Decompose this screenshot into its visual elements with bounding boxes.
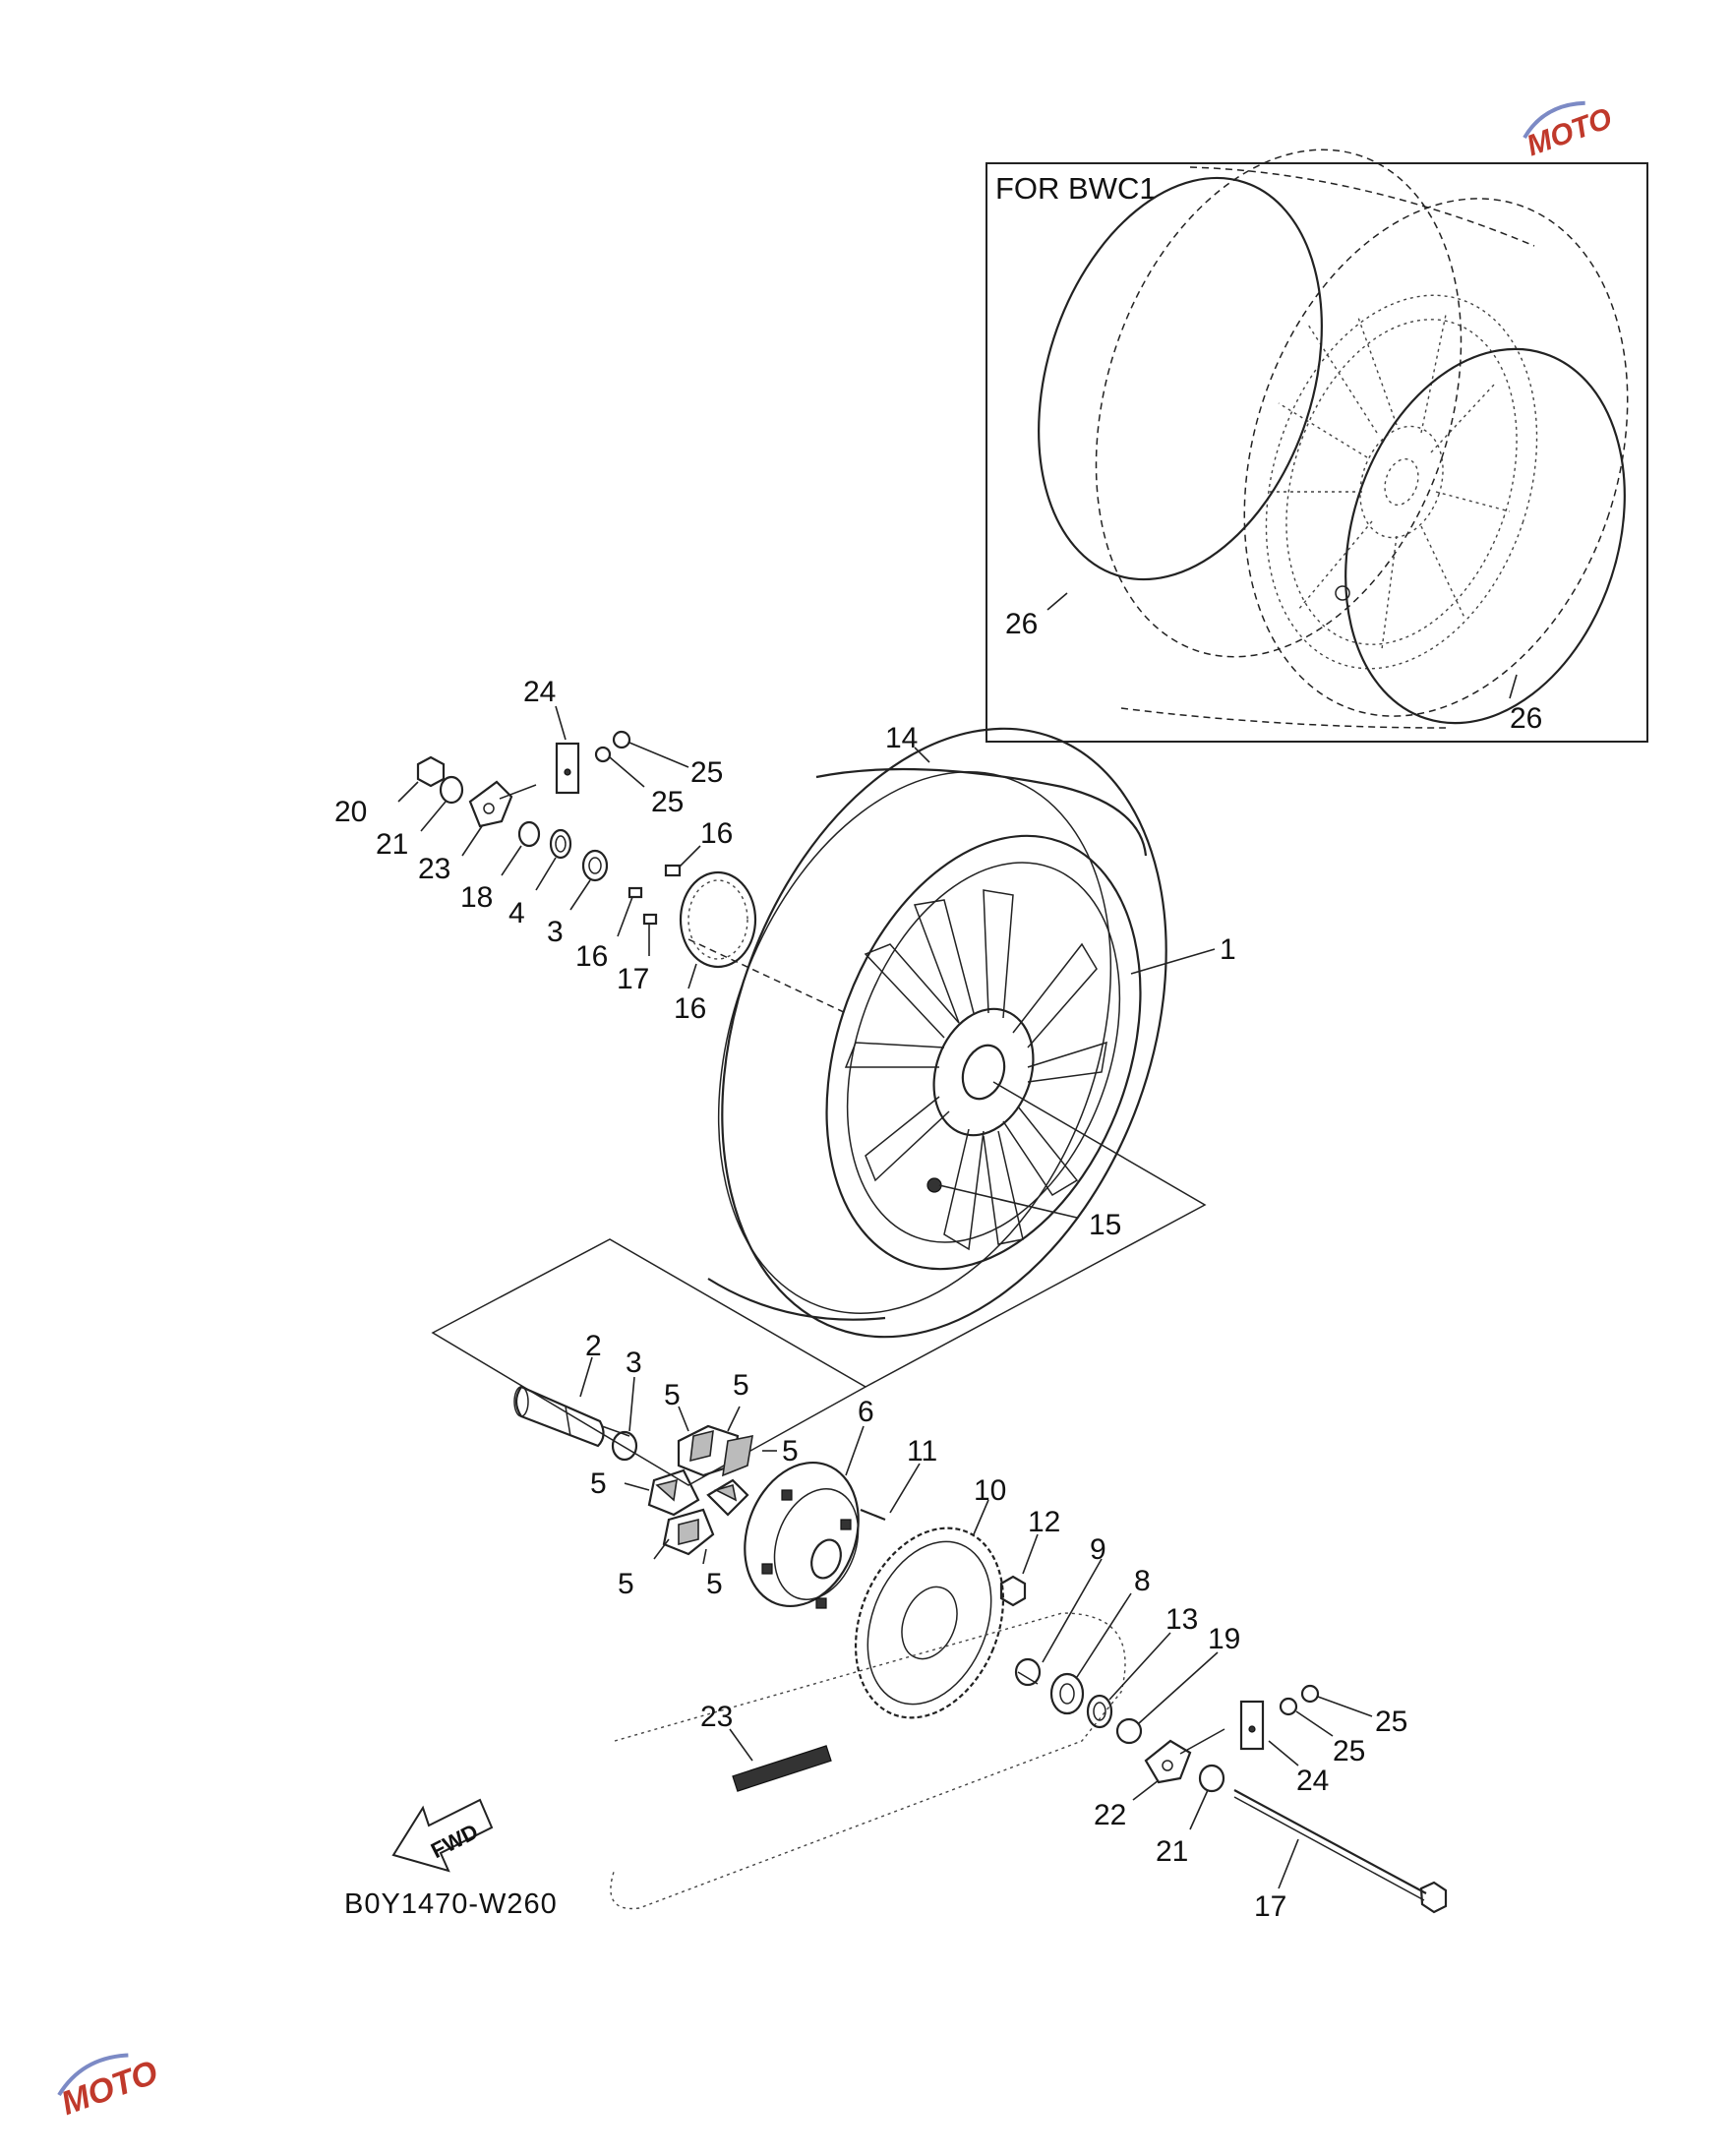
callout-1: 1: [1220, 933, 1236, 966]
plate-24-right: [1239, 1700, 1265, 1751]
callout-17: 17: [1254, 1890, 1286, 1923]
valve-14: [926, 1177, 942, 1193]
sensor-rotor-15: [679, 870, 757, 969]
callout-24a: 24: [523, 676, 556, 708]
callout-16b: 16: [575, 940, 608, 973]
washer-21-left: [439, 775, 464, 805]
bolt-16a: [664, 864, 682, 877]
callout-15: 16: [674, 992, 706, 1025]
callout-5b: 5: [733, 1369, 749, 1402]
callout-11: 11: [907, 1435, 937, 1467]
wheel-hub: [932, 1007, 1035, 1137]
sprocket-10: [854, 1527, 1005, 1719]
wheel-spokes: [844, 889, 1107, 1251]
callout-13: 14: [885, 722, 918, 754]
callout-10: 10: [974, 1474, 1006, 1507]
callout-19: 19: [1208, 1623, 1240, 1655]
collar-18: [517, 820, 541, 848]
nut-20: [416, 755, 446, 788]
callout-8: 9: [1090, 1533, 1106, 1566]
callout-20: 20: [334, 796, 367, 828]
callout-6: 6: [858, 1396, 874, 1428]
callout-3a: 3: [547, 916, 564, 948]
fwd-arrow: FWD: [391, 1798, 494, 1873]
callout-9: 13: [1165, 1603, 1198, 1636]
o-ring-26-rear: [1038, 176, 1323, 581]
callout-5f: 5: [706, 1568, 723, 1600]
axle-17: [1233, 1789, 1427, 1894]
callout-5e: 5: [618, 1568, 634, 1600]
stud-11: [860, 1508, 886, 1522]
callout-2: 2: [585, 1330, 602, 1362]
callout-7: 8: [1134, 1565, 1151, 1597]
callout-26a: 26: [1005, 608, 1038, 640]
callout-25d: 25: [1375, 1706, 1407, 1738]
watermark-logo-top: MOTO: [1523, 100, 1616, 163]
diagram-code: B0Y1470-W260: [344, 1888, 558, 1920]
bolt-16b: [627, 886, 643, 899]
inset-rim: [1265, 294, 1538, 670]
bolt-16c: [642, 913, 658, 926]
clutch-hub-6: [744, 1461, 860, 1608]
left-side-parts: 24 25 25 20 21 23 18 4 3: [334, 676, 757, 1025]
callout-22: 23: [700, 1701, 733, 1733]
bearing-3-right: [611, 1430, 638, 1462]
nut-25b: [594, 746, 612, 763]
nut-12: [999, 1575, 1027, 1607]
callout-25c: 25: [1333, 1735, 1365, 1767]
callout-4: 4: [508, 897, 525, 929]
callout-5a: 5: [664, 1379, 681, 1411]
nut-25a: [612, 730, 631, 749]
callout-16a: 16: [700, 817, 733, 850]
svg-text:MOTO: MOTO: [56, 2054, 162, 2123]
dampers-5: [647, 1424, 753, 1556]
bearing-3-left: [581, 849, 609, 882]
callout-3b: 3: [626, 1347, 642, 1379]
callout-5c: 5: [782, 1435, 799, 1467]
callout-23b: 22: [1094, 1799, 1126, 1831]
callout-26b: 26: [1510, 702, 1542, 735]
bearing-7: [1049, 1672, 1085, 1715]
callout-25b: 25: [651, 786, 684, 818]
callout-24b: 24: [1296, 1765, 1329, 1797]
svg-text:MOTO: MOTO: [1523, 102, 1616, 163]
oil-seal-9: [1086, 1694, 1113, 1729]
callout-14: 15: [1089, 1209, 1121, 1241]
inset-panel: FOR BWC1 26 26: [985, 149, 1648, 743]
chain-22: [610, 1612, 1126, 1910]
oil-seal-4: [549, 828, 572, 860]
rim-1: [825, 834, 1142, 1271]
adjuster-23-left: [468, 780, 513, 828]
nut-25c: [1279, 1697, 1298, 1716]
o-ring-26-front: [1344, 347, 1626, 725]
collar-19: [1115, 1717, 1143, 1745]
callout-21b: 21: [1156, 1835, 1188, 1868]
callout-16c: 17: [617, 963, 649, 995]
inset-tire-outline: [1243, 198, 1629, 717]
nut-25d: [1300, 1684, 1320, 1704]
callout-5d: 5: [590, 1467, 607, 1500]
plate-24-left: [555, 742, 580, 795]
callout-25a: 25: [690, 756, 723, 789]
wheel-assembly: 14 1 15: [431, 722, 1236, 1486]
adjuster-23-right: [1144, 1739, 1192, 1784]
callout-21a: 21: [376, 828, 408, 861]
callout-18: 18: [460, 881, 493, 914]
collar-8: [1014, 1657, 1042, 1687]
callout-12: 12: [1028, 1506, 1060, 1538]
watermark-logo-bottom: MOTO: [56, 2053, 163, 2123]
callout-23a: 23: [418, 853, 450, 885]
drive-side-parts: 2 3 5 5 5 5 5 5: [513, 1330, 1448, 1923]
inset-title: FOR BWC1: [995, 171, 1157, 206]
collar-2: [514, 1385, 605, 1448]
washer-21-right: [1198, 1764, 1225, 1793]
